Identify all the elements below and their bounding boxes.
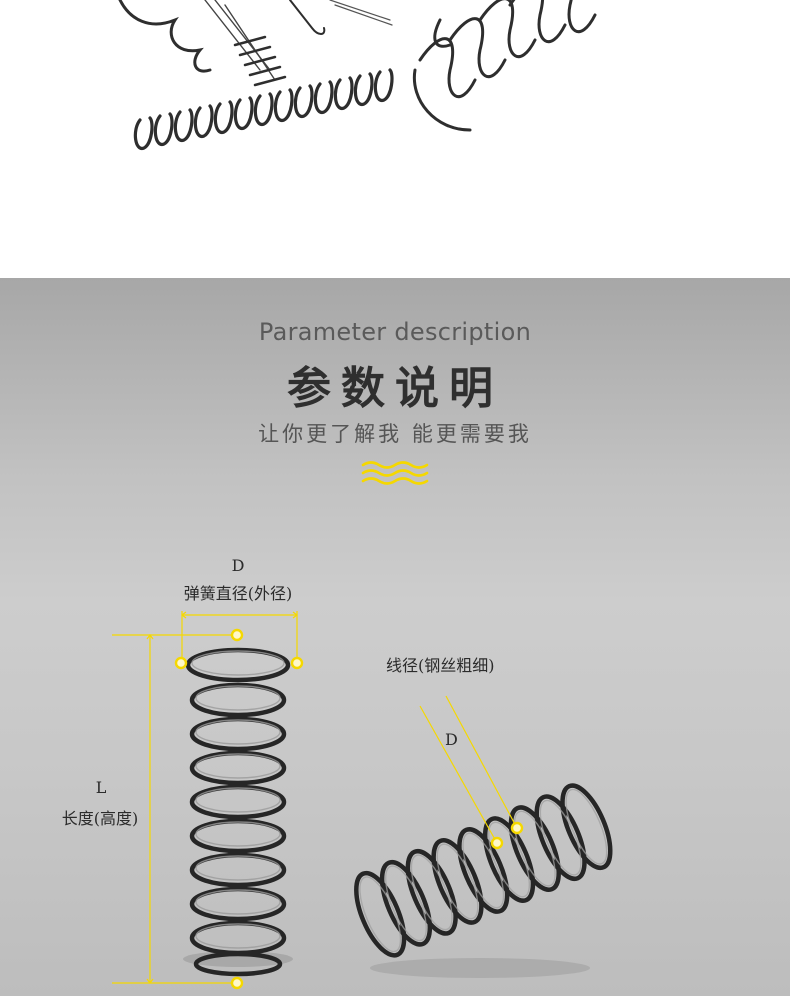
measurement-points — [174, 628, 524, 990]
assorted-springs-image — [118, 0, 597, 150]
wire-diameter-symbol: D — [445, 730, 458, 749]
length-dimension-lines — [112, 634, 238, 984]
outer-diameter-symbol: D — [231, 556, 245, 575]
vertical-spring-illustration — [183, 647, 293, 977]
horizontal-spring-illustration — [354, 783, 613, 978]
parameter-description-section: Parameter description 参数说明 让你更了解我 能更需要我 — [0, 278, 790, 996]
wave-decoration-icon — [361, 461, 429, 485]
diameter-dimension-lines — [181, 611, 298, 663]
section-subtitle: 让你更了解我 能更需要我 — [258, 422, 532, 446]
section-title-chinese: 参数说明 — [287, 363, 503, 414]
outer-diameter-label: 弹簧直径(外径) — [183, 584, 293, 603]
wire-diameter-lines — [419, 695, 518, 844]
wire-diameter-label: 线径(钢丝粗细) — [386, 656, 495, 675]
length-label: 长度(高度) — [61, 809, 139, 828]
section-title-english: Parameter description — [258, 318, 532, 346]
top-product-photo — [0, 0, 790, 278]
spring-parameter-diagram — [112, 611, 613, 990]
length-symbol: L — [95, 778, 107, 797]
